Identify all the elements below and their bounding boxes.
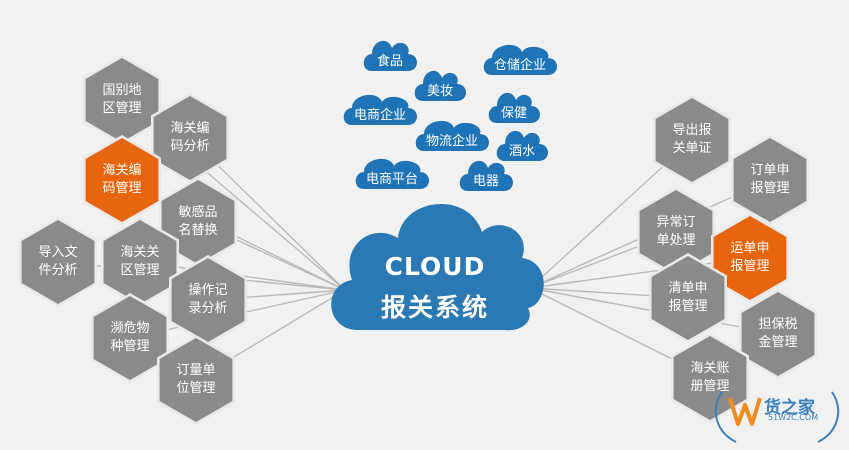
main-cloud <box>331 204 544 331</box>
left-node-0-hexagon <box>85 58 159 142</box>
category-cloud-2 <box>414 70 466 101</box>
category-cloud-6 <box>496 130 548 161</box>
category-cloud-7 <box>355 158 429 189</box>
category-cloud-1 <box>483 44 557 75</box>
w-mark <box>728 397 762 426</box>
left-node-8-hexagon <box>159 338 233 422</box>
watermark-brand: 货之家 <box>764 398 815 418</box>
category-cloud-0 <box>363 40 417 71</box>
right-node-2-hexagon <box>639 190 713 274</box>
category-cloud-5 <box>415 120 489 151</box>
right-node-0-hexagon <box>655 98 729 182</box>
category-cloud-4 <box>488 92 540 123</box>
hexagon-nodes <box>19 55 817 425</box>
main-cloud-shape <box>331 204 544 331</box>
main-title: CLOUD <box>384 252 486 281</box>
watermark-logo <box>714 391 840 443</box>
left-node-1-hexagon <box>153 96 227 180</box>
left-node-2-hexagon <box>85 138 159 222</box>
left-node-7-hexagon <box>93 296 167 380</box>
laurel-left <box>714 391 737 443</box>
main-subtitle: 报关系统 <box>380 293 489 322</box>
left-node-6-hexagon <box>171 258 245 342</box>
left-node-3-hexagon <box>161 180 235 264</box>
category-cloud-8 <box>459 160 513 191</box>
category-cloud-3 <box>343 94 417 125</box>
category-clouds <box>343 40 557 191</box>
right-node-4-hexagon <box>651 256 725 340</box>
right-node-1-hexagon <box>733 138 807 222</box>
left-node-4-hexagon <box>21 220 95 304</box>
left-node-5-hexagon <box>103 220 177 304</box>
right-node-5-hexagon <box>741 292 815 376</box>
right-node-3-hexagon <box>713 216 787 300</box>
right-node-6-hexagon <box>673 336 747 420</box>
watermark-url: 51W2C.COM <box>768 413 819 422</box>
laurel-right <box>817 391 840 443</box>
